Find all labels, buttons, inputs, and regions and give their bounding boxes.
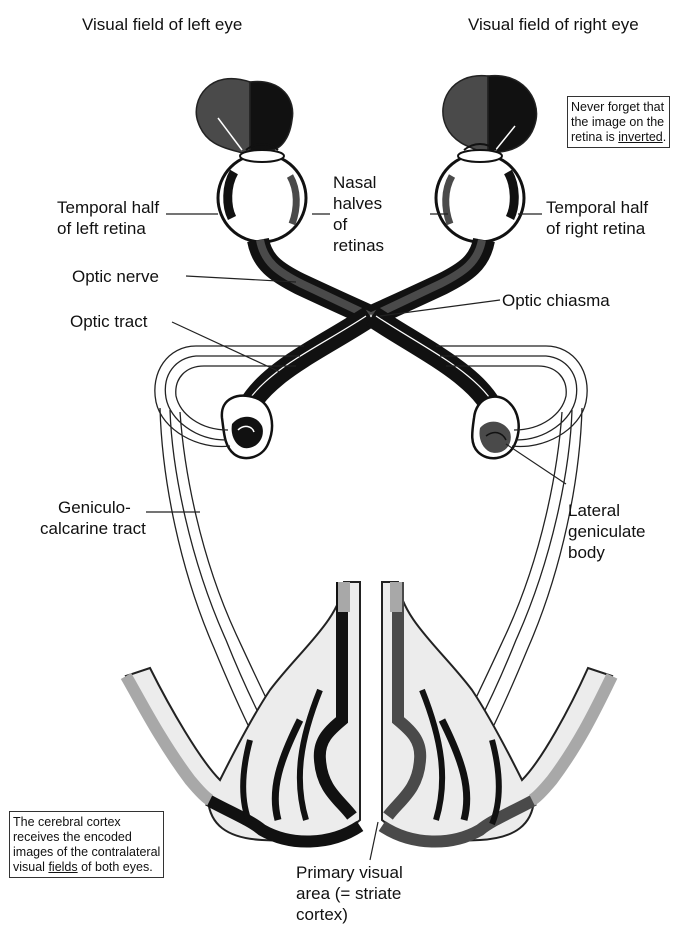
note-inverted-line1: Never forget that	[571, 100, 666, 115]
label-temporal-right-line1: Temporal half	[546, 197, 648, 218]
note-cortex-line3: images of the contralateral	[13, 845, 160, 860]
occipital-lobe-left	[126, 582, 360, 842]
lateral-geniculate-left	[222, 396, 272, 458]
note-inverted-line2: the image on the	[571, 115, 666, 130]
note-inverted-suffix: .	[663, 130, 666, 144]
label-primary-visual-area: Primary visual area (= striate cortex)	[296, 862, 403, 925]
note-cortex-line4: visual fields of both eyes.	[13, 860, 160, 875]
lateral-geniculate-right	[472, 397, 518, 459]
label-nasal-halves: Nasal halves of retinas	[333, 172, 384, 256]
note-inverted-box: Never forget that the image on the retin…	[567, 96, 670, 148]
note-cortex-suffix: of both eyes.	[78, 860, 153, 874]
note-cortex-emphasis: fields	[48, 860, 77, 874]
label-nasal-line4: retinas	[333, 235, 384, 256]
label-temporal-left-line1: Temporal half	[57, 197, 159, 218]
label-lateral-line2: geniculate	[568, 521, 646, 542]
label-lateral-line3: body	[568, 542, 646, 563]
note-inverted-emphasis: inverted	[618, 130, 662, 144]
occipital-lobe-right	[382, 582, 612, 842]
label-temporal-right-line2: of right retina	[546, 218, 648, 239]
label-temporal-left-line2: of left retina	[57, 218, 159, 239]
label-lateral-line1: Lateral	[568, 500, 646, 521]
title-right-visual-field: Visual field of right eye	[468, 14, 639, 35]
visual-field-left	[196, 79, 292, 154]
label-geniculo-calcarine: Geniculo- calcarine tract	[40, 497, 146, 539]
title-left-visual-field: Visual field of left eye	[82, 14, 242, 35]
note-cortex-line2: receives the encoded	[13, 830, 160, 845]
left-eyeball	[218, 144, 306, 242]
label-temporal-right: Temporal half of right retina	[546, 197, 648, 239]
leader-primary-visual	[370, 822, 378, 860]
note-inverted-prefix: retina is	[571, 130, 618, 144]
label-optic-nerve: Optic nerve	[72, 266, 159, 287]
label-nasal-line3: of	[333, 214, 384, 235]
label-optic-tract: Optic tract	[70, 311, 147, 332]
note-cortex-prefix: visual	[13, 860, 48, 874]
note-cortex-box: The cerebral cortex receives the encoded…	[9, 811, 164, 878]
note-cortex-line1: The cerebral cortex	[13, 815, 160, 830]
visual-field-right	[443, 76, 537, 154]
label-primary-line2: area (= striate	[296, 883, 403, 904]
label-geniculo-line1: Geniculo-	[40, 497, 146, 518]
leader-lateral-geniculate	[506, 444, 566, 484]
label-primary-line1: Primary visual	[296, 862, 403, 883]
label-lateral-geniculate: Lateral geniculate body	[568, 500, 646, 563]
label-nasal-line1: Nasal	[333, 172, 384, 193]
label-geniculo-line2: calcarine tract	[40, 518, 146, 539]
optic-tracts	[240, 316, 500, 420]
label-temporal-left: Temporal half of left retina	[57, 197, 159, 239]
label-nasal-line2: halves	[333, 193, 384, 214]
label-optic-chiasma: Optic chiasma	[502, 290, 610, 311]
note-inverted-line3: retina is inverted.	[571, 130, 666, 145]
label-primary-line3: cortex)	[296, 904, 403, 925]
right-eyeball	[436, 144, 524, 242]
